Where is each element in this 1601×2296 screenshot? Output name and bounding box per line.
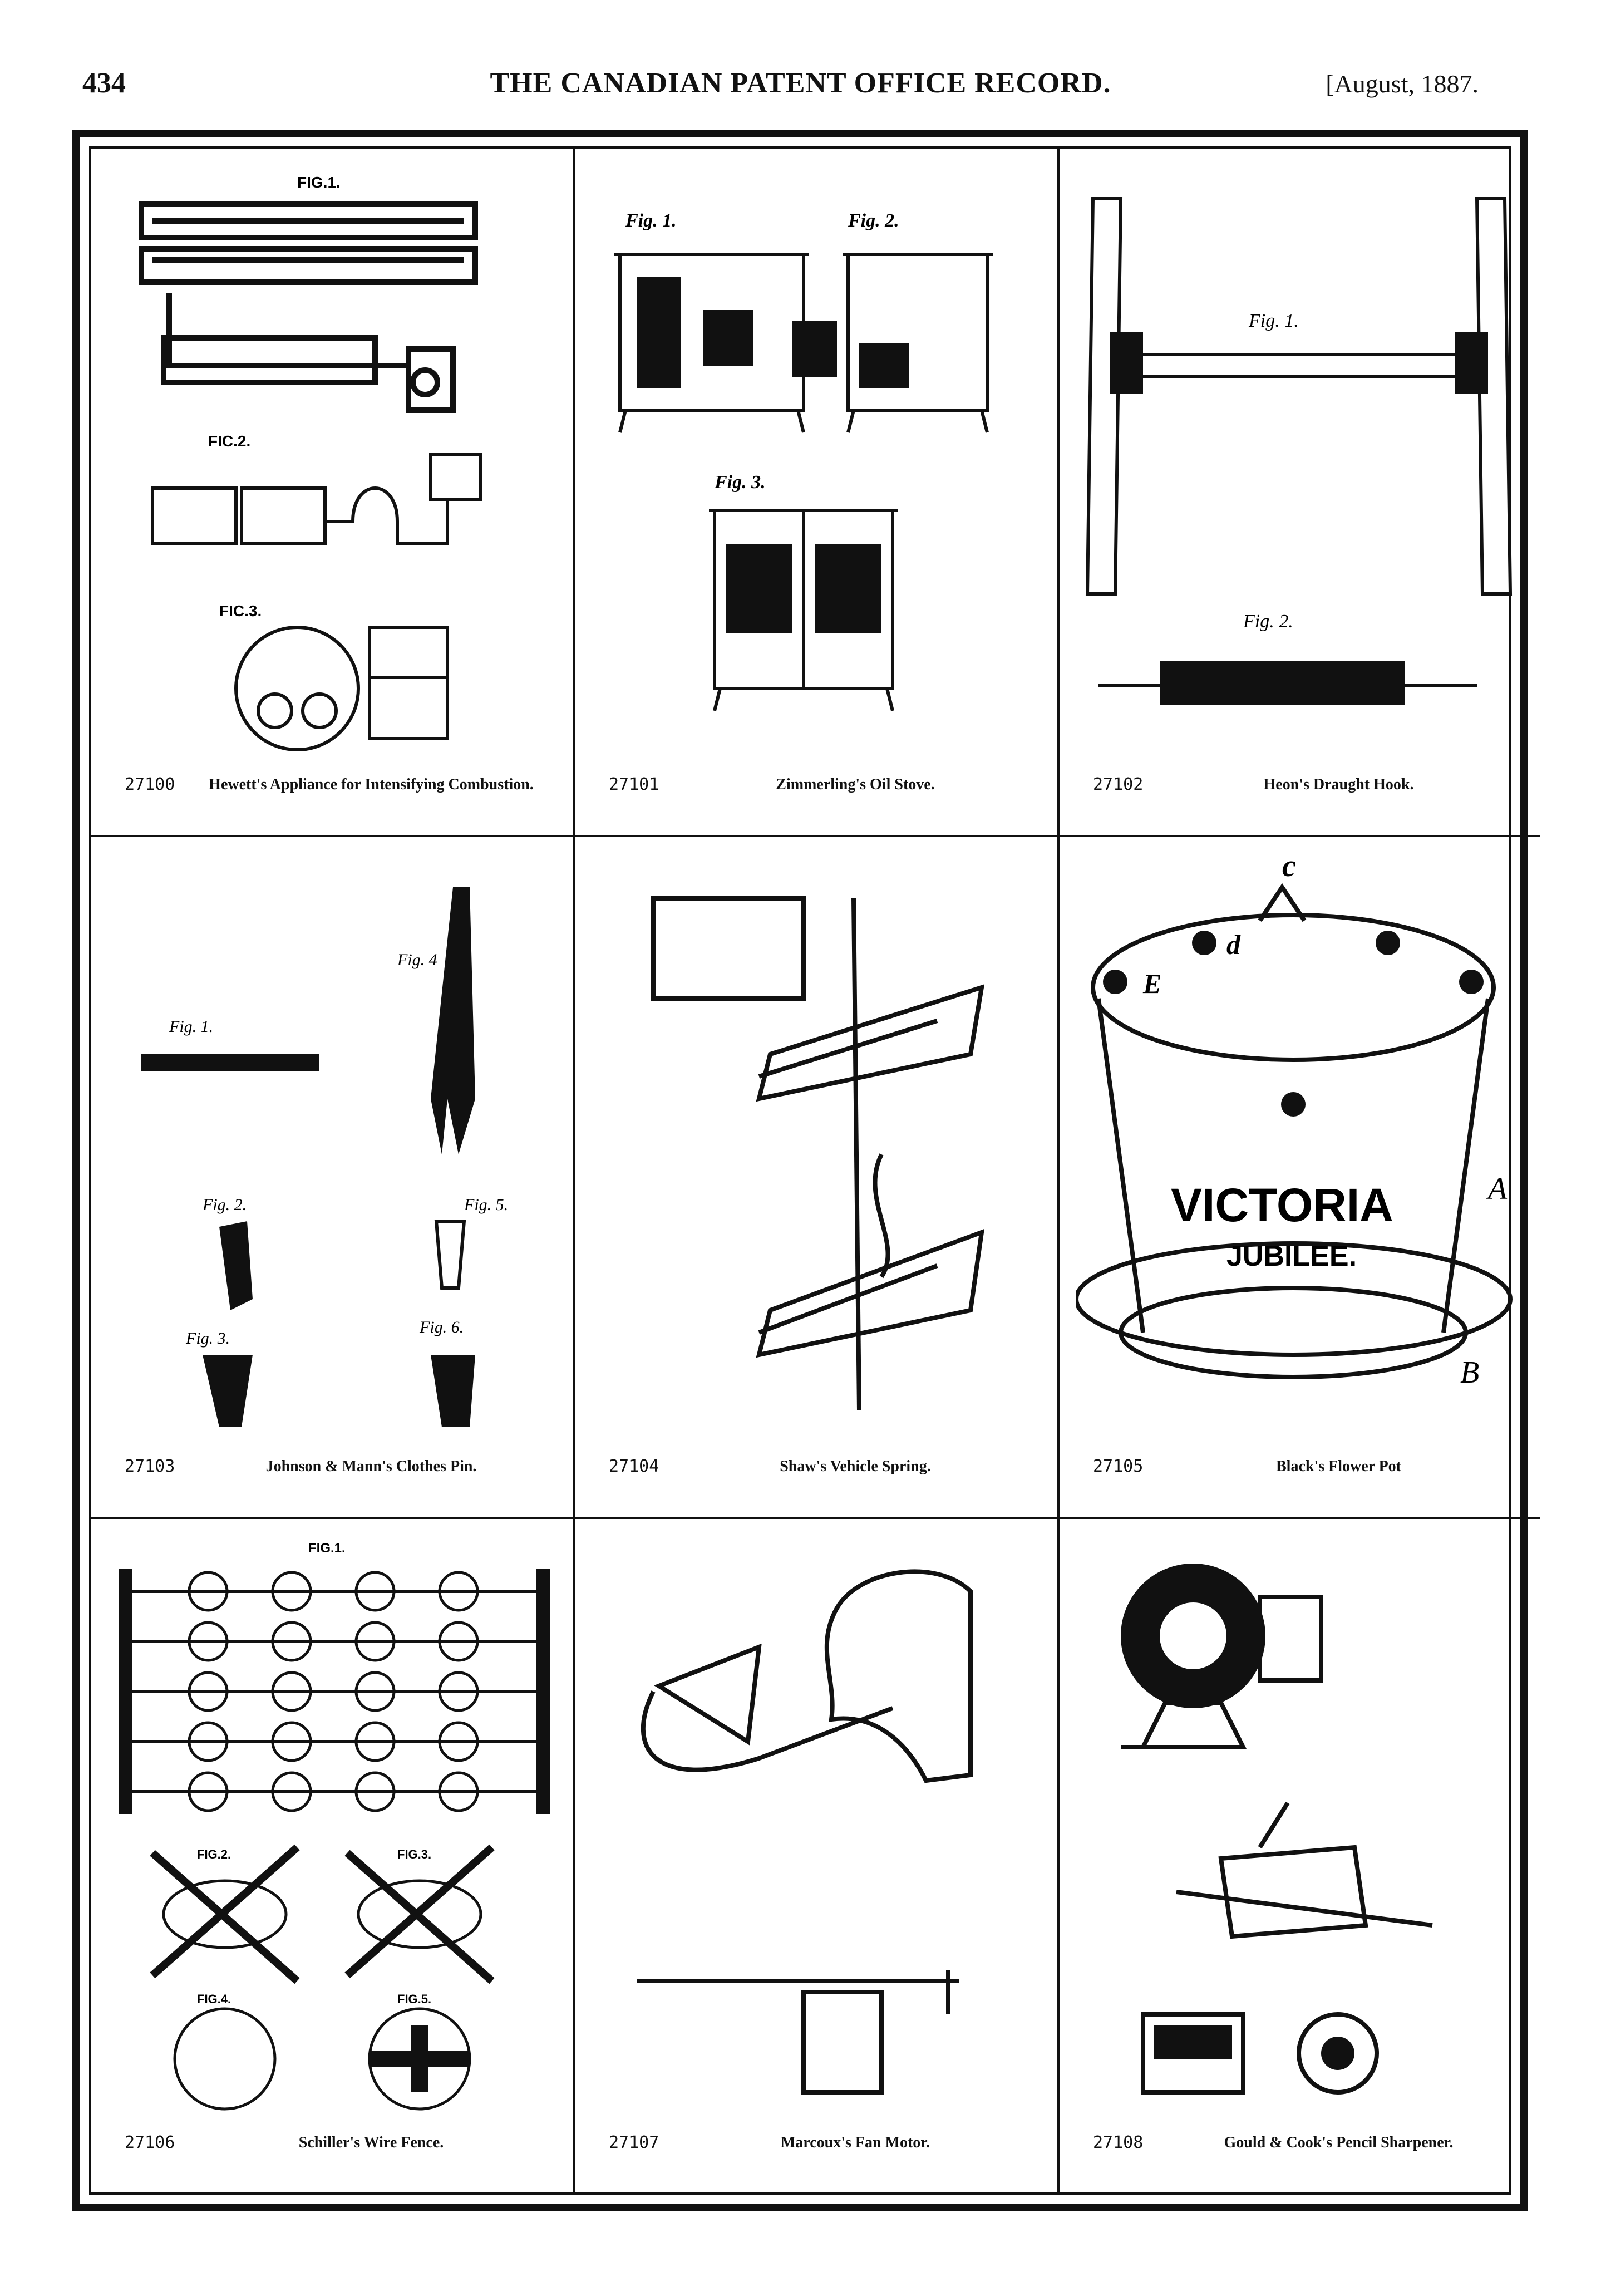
plate-frame: FIG.1. FIC.2. FIC.3. [72, 130, 1540, 2211]
fig-3-label: FIC.3. [219, 602, 262, 620]
fig-2-label: Fig. 2. [202, 1196, 247, 1214]
draught-hook-drawing: Fig. 1. Fig. 2. [1085, 197, 1513, 705]
patent-caption: 27104 Shaw's Vehicle Spring. [575, 1457, 1057, 1507]
pot-c-label: c [1282, 854, 1296, 883]
fan-motor-drawing [637, 1569, 973, 2095]
fig-2-label: Fig. 2. [848, 210, 899, 231]
patent-caption: 27101 Zimmerling's Oil Stove. [575, 775, 1057, 825]
patent-number: 27108 [1093, 2133, 1144, 2152]
publication-title: THE CANADIAN PATENT OFFICE RECORD. [490, 67, 1111, 99]
fig-1-label: Fig. 1. [625, 210, 677, 231]
patent-cell-27104: 27104 Shaw's Vehicle Spring. [575, 837, 1060, 1519]
fig-1-label: Fig. 1. [169, 1017, 213, 1036]
fig-3-label: Fig. 3. [185, 1329, 230, 1348]
pot-victoria-lettering: VICTORIA [1171, 1179, 1393, 1231]
patent-cell-27107: 27107 Marcoux's Fan Motor. [575, 1519, 1060, 2193]
fig-5-label: FIG.5. [397, 1992, 431, 2006]
patent-name: Shaw's Vehicle Spring. [780, 1458, 931, 1475]
fig-1-label: FIG.1. [308, 1541, 346, 1556]
patent-caption: 27105 Black's Flower Pot [1060, 1457, 1540, 1507]
flower-pot-drawing: c d E VICTORIA JUBILEE. A B [1076, 854, 1513, 1390]
page-header: 434 THE CANADIAN PATENT OFFICE RECORD. [… [0, 61, 1601, 111]
fig-1-label: FIG.1. [297, 174, 341, 191]
pot-jubilee-lettering: JUBILEE. [1226, 1240, 1357, 1272]
fig-2-label: FIG.2. [197, 1847, 231, 1861]
fig-2-label: FIC.2. [208, 432, 250, 450]
patent-caption: 27102 Heon's Draught Hook. [1060, 775, 1540, 825]
patent-number: 27102 [1093, 775, 1144, 794]
oil-stove-drawing: Fig. 1. Fig. 2. Fig. 3. [614, 210, 993, 711]
combustion-appliance-drawing: FIG.1. FIC.2. FIC.3. [139, 174, 482, 751]
vehicle-spring-drawing [651, 896, 985, 1411]
patent-number: 27107 [609, 2133, 659, 2152]
patent-caption: 27107 Marcoux's Fan Motor. [575, 2133, 1057, 2183]
pot-a-label: A [1486, 1172, 1508, 1206]
patent-cell-27105: c d E VICTORIA JUBILEE. A B 27105 Black'… [1060, 837, 1540, 1519]
fig-3-label: FIG.3. [397, 1847, 431, 1861]
patent-number: 27100 [125, 775, 175, 794]
patent-name: Hewett's Appliance for Intensifying Comb… [209, 776, 534, 793]
patent-name: Johnson & Mann's Clothes Pin. [265, 1458, 477, 1475]
patent-name: Heon's Draught Hook. [1263, 776, 1414, 793]
patent-cell-27102: Fig. 1. Fig. 2. 27102 Heon's Draught Hoo… [1060, 149, 1540, 837]
fig-2-label: Fig. 2. [1243, 611, 1293, 632]
patent-name: Marcoux's Fan Motor. [780, 2134, 930, 2151]
fig-3-label: Fig. 3. [714, 472, 766, 493]
page-number: 434 [82, 67, 126, 99]
patent-number: 27101 [609, 775, 659, 794]
patent-name: Zimmerling's Oil Stove. [776, 776, 935, 793]
patent-name: Black's Flower Pot [1275, 1458, 1401, 1475]
pencil-sharpener-drawing [1121, 1564, 1433, 2095]
fig-5-label: Fig. 5. [464, 1196, 508, 1214]
patent-caption: 27106 Schiller's Wire Fence. [91, 2133, 573, 2183]
patent-name: Schiller's Wire Fence. [298, 2134, 444, 2151]
fig-4-label: FIG.4. [197, 1992, 231, 2006]
patent-number: 27104 [609, 1457, 659, 1476]
fig-6-label: Fig. 6. [419, 1318, 464, 1336]
wire-fence-drawing: FIG.1. FIG.2. FIG.3. F [119, 1541, 550, 2111]
patent-cell-27108: 27108 Gould & Cook's Pencil Sharpener. [1060, 1519, 1540, 2193]
patent-number: 27106 [125, 2133, 175, 2152]
patent-cell-27101: Fig. 1. Fig. 2. Fig. 3. 27101 Zimmerling… [575, 149, 1060, 837]
plate-grid: FIG.1. FIC.2. FIC.3. [89, 146, 1540, 2195]
fig-1-label: Fig. 1. [1248, 311, 1299, 331]
patent-name: Gould & Cook's Pencil Sharpener. [1224, 2134, 1454, 2151]
patent-number: 27105 [1093, 1457, 1144, 1476]
patent-caption: 27108 Gould & Cook's Pencil Sharpener. [1060, 2133, 1540, 2183]
pot-e-label: E [1142, 968, 1161, 999]
patent-cell-27100: FIG.1. FIC.2. FIC.3. [91, 149, 575, 837]
patent-number: 27103 [125, 1457, 175, 1476]
issue-date: [August, 1887. [1326, 70, 1479, 98]
fig-4-label: Fig. 4 [397, 951, 437, 969]
patent-caption: 27103 Johnson & Mann's Clothes Pin. [91, 1457, 573, 1507]
patent-caption: 27100 Hewett's Appliance for Intensifyin… [91, 775, 573, 825]
pot-b-label: B [1460, 1355, 1479, 1390]
pot-d-label: d [1226, 929, 1241, 960]
clothes-pin-drawing: Fig. 1. Fig. 4 Fig. 2. Fig. 5. Fig. 3. F… [141, 887, 508, 1427]
patent-cell-27106: FIG.1. FIG.2. FIG.3. F [91, 1519, 575, 2193]
patent-cell-27103: Fig. 1. Fig. 4 Fig. 2. Fig. 5. Fig. 3. F… [91, 837, 575, 1519]
